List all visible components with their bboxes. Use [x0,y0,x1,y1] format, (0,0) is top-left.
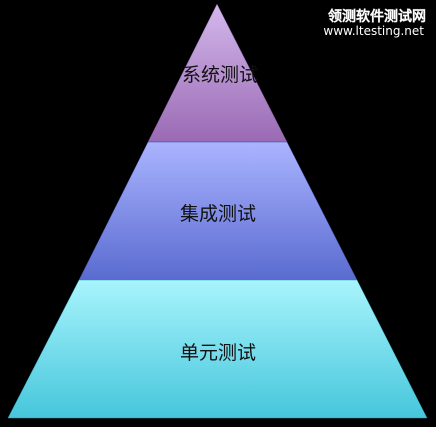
pyramid-tier-middle-label: 集成测试 [180,203,256,225]
pyramid-tier-bottom-shape [7,279,428,419]
watermark-url: www.ltesting.net [323,24,424,38]
pyramid-tier-top-label: 系统测试 [182,64,258,86]
watermark-title: 领测软件测试网 [328,8,426,25]
pyramid-tier-bottom-label: 单元测试 [180,342,256,364]
